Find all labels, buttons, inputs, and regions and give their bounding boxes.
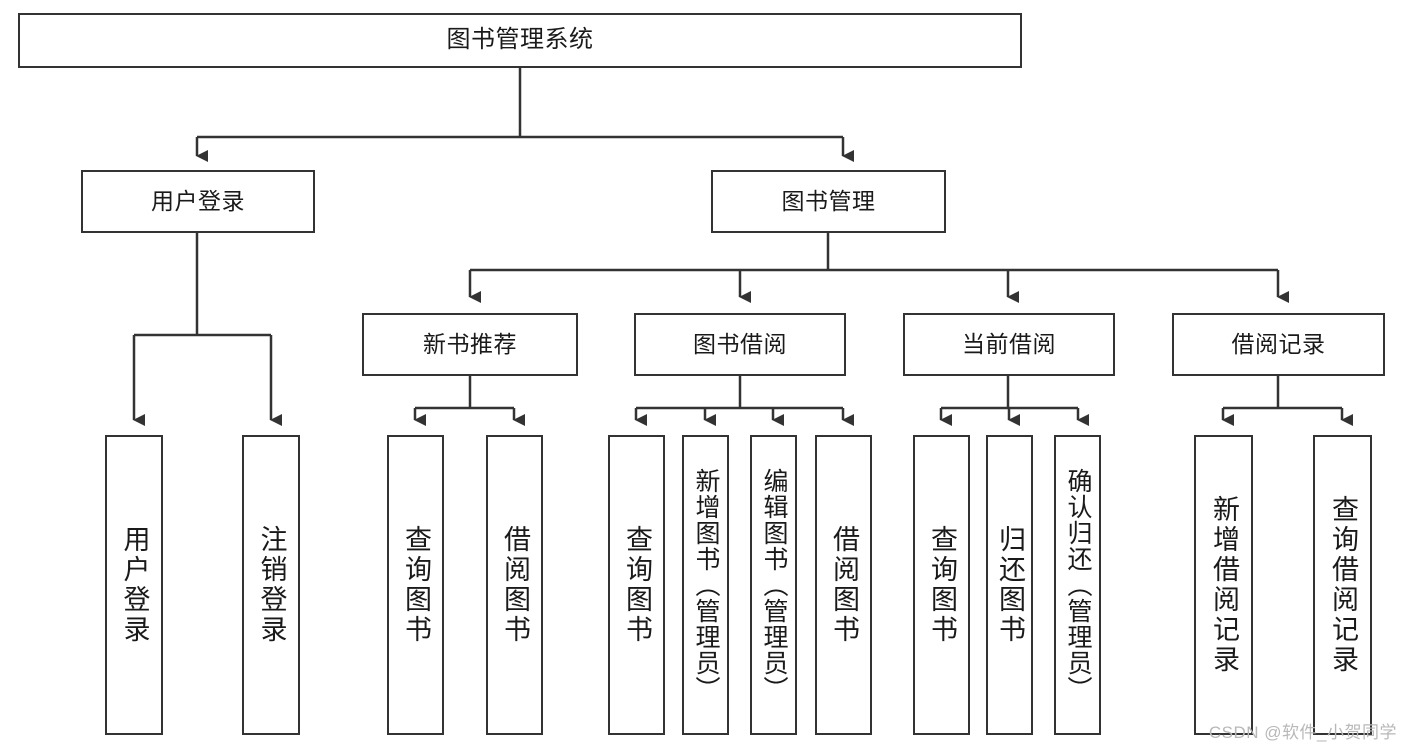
node-book-borrow-label: 图书借阅 [693, 330, 787, 357]
leaf-edit-book-admin[interactable]: 编辑图书（管理员） [750, 435, 797, 735]
node-book-borrow[interactable]: 图书借阅 [634, 313, 846, 376]
leaf-query-books-current-label: 查询图书 [927, 525, 957, 645]
leaf-add-borrow-record-label: 新增借阅记录 [1209, 495, 1239, 675]
leaf-user-login-label: 用户登录 [119, 525, 150, 645]
leaf-user-login[interactable]: 用户登录 [105, 435, 163, 735]
node-borrow-records[interactable]: 借阅记录 [1172, 313, 1385, 376]
leaf-borrow-books-recommend-label: 借阅图书 [500, 525, 530, 645]
leaf-add-borrow-record[interactable]: 新增借阅记录 [1194, 435, 1253, 735]
leaf-confirm-return-admin[interactable]: 确认归还（管理员） [1054, 435, 1101, 735]
leaf-add-book-admin-label: 新增图书（管理员） [692, 468, 720, 702]
node-root-label: 图书管理系统 [446, 26, 594, 54]
watermark: CSDN @软件_小贺同学 [1208, 723, 1397, 742]
leaf-logout-label: 注销登录 [256, 525, 287, 645]
leaf-query-books-borrow-label: 查询图书 [622, 525, 652, 645]
node-borrow-records-label: 借阅记录 [1231, 330, 1326, 357]
node-user-login-label: 用户登录 [151, 187, 245, 214]
leaf-logout[interactable]: 注销登录 [242, 435, 300, 735]
node-new-book-recommend-label: 新书推荐 [423, 330, 517, 357]
leaf-return-books[interactable]: 归还图书 [986, 435, 1033, 735]
leaf-query-books-current[interactable]: 查询图书 [913, 435, 970, 735]
leaf-confirm-return-admin-label: 确认归还（管理员） [1064, 468, 1092, 702]
leaf-return-books-label: 归还图书 [995, 525, 1025, 645]
node-new-book-recommend[interactable]: 新书推荐 [362, 313, 578, 376]
node-user-login[interactable]: 用户登录 [81, 170, 315, 233]
node-book-management[interactable]: 图书管理 [711, 170, 946, 233]
node-current-borrow[interactable]: 当前借阅 [903, 313, 1115, 376]
leaf-query-books-recommend-label: 查询图书 [401, 525, 431, 645]
leaf-borrow-books-recommend[interactable]: 借阅图书 [486, 435, 543, 735]
leaf-query-books-borrow[interactable]: 查询图书 [608, 435, 665, 735]
leaf-query-books-recommend[interactable]: 查询图书 [387, 435, 444, 735]
leaf-query-borrow-record[interactable]: 查询借阅记录 [1313, 435, 1372, 735]
node-book-management-label: 图书管理 [781, 187, 876, 214]
node-root[interactable]: 图书管理系统 [18, 13, 1022, 68]
leaf-borrow-books-label: 借阅图书 [829, 525, 859, 645]
leaf-borrow-books[interactable]: 借阅图书 [815, 435, 872, 735]
leaf-edit-book-admin-label: 编辑图书（管理员） [760, 468, 788, 702]
leaf-add-book-admin[interactable]: 新增图书（管理员） [682, 435, 729, 735]
node-current-borrow-label: 当前借阅 [962, 330, 1056, 357]
leaf-query-borrow-record-label: 查询借阅记录 [1328, 495, 1358, 675]
